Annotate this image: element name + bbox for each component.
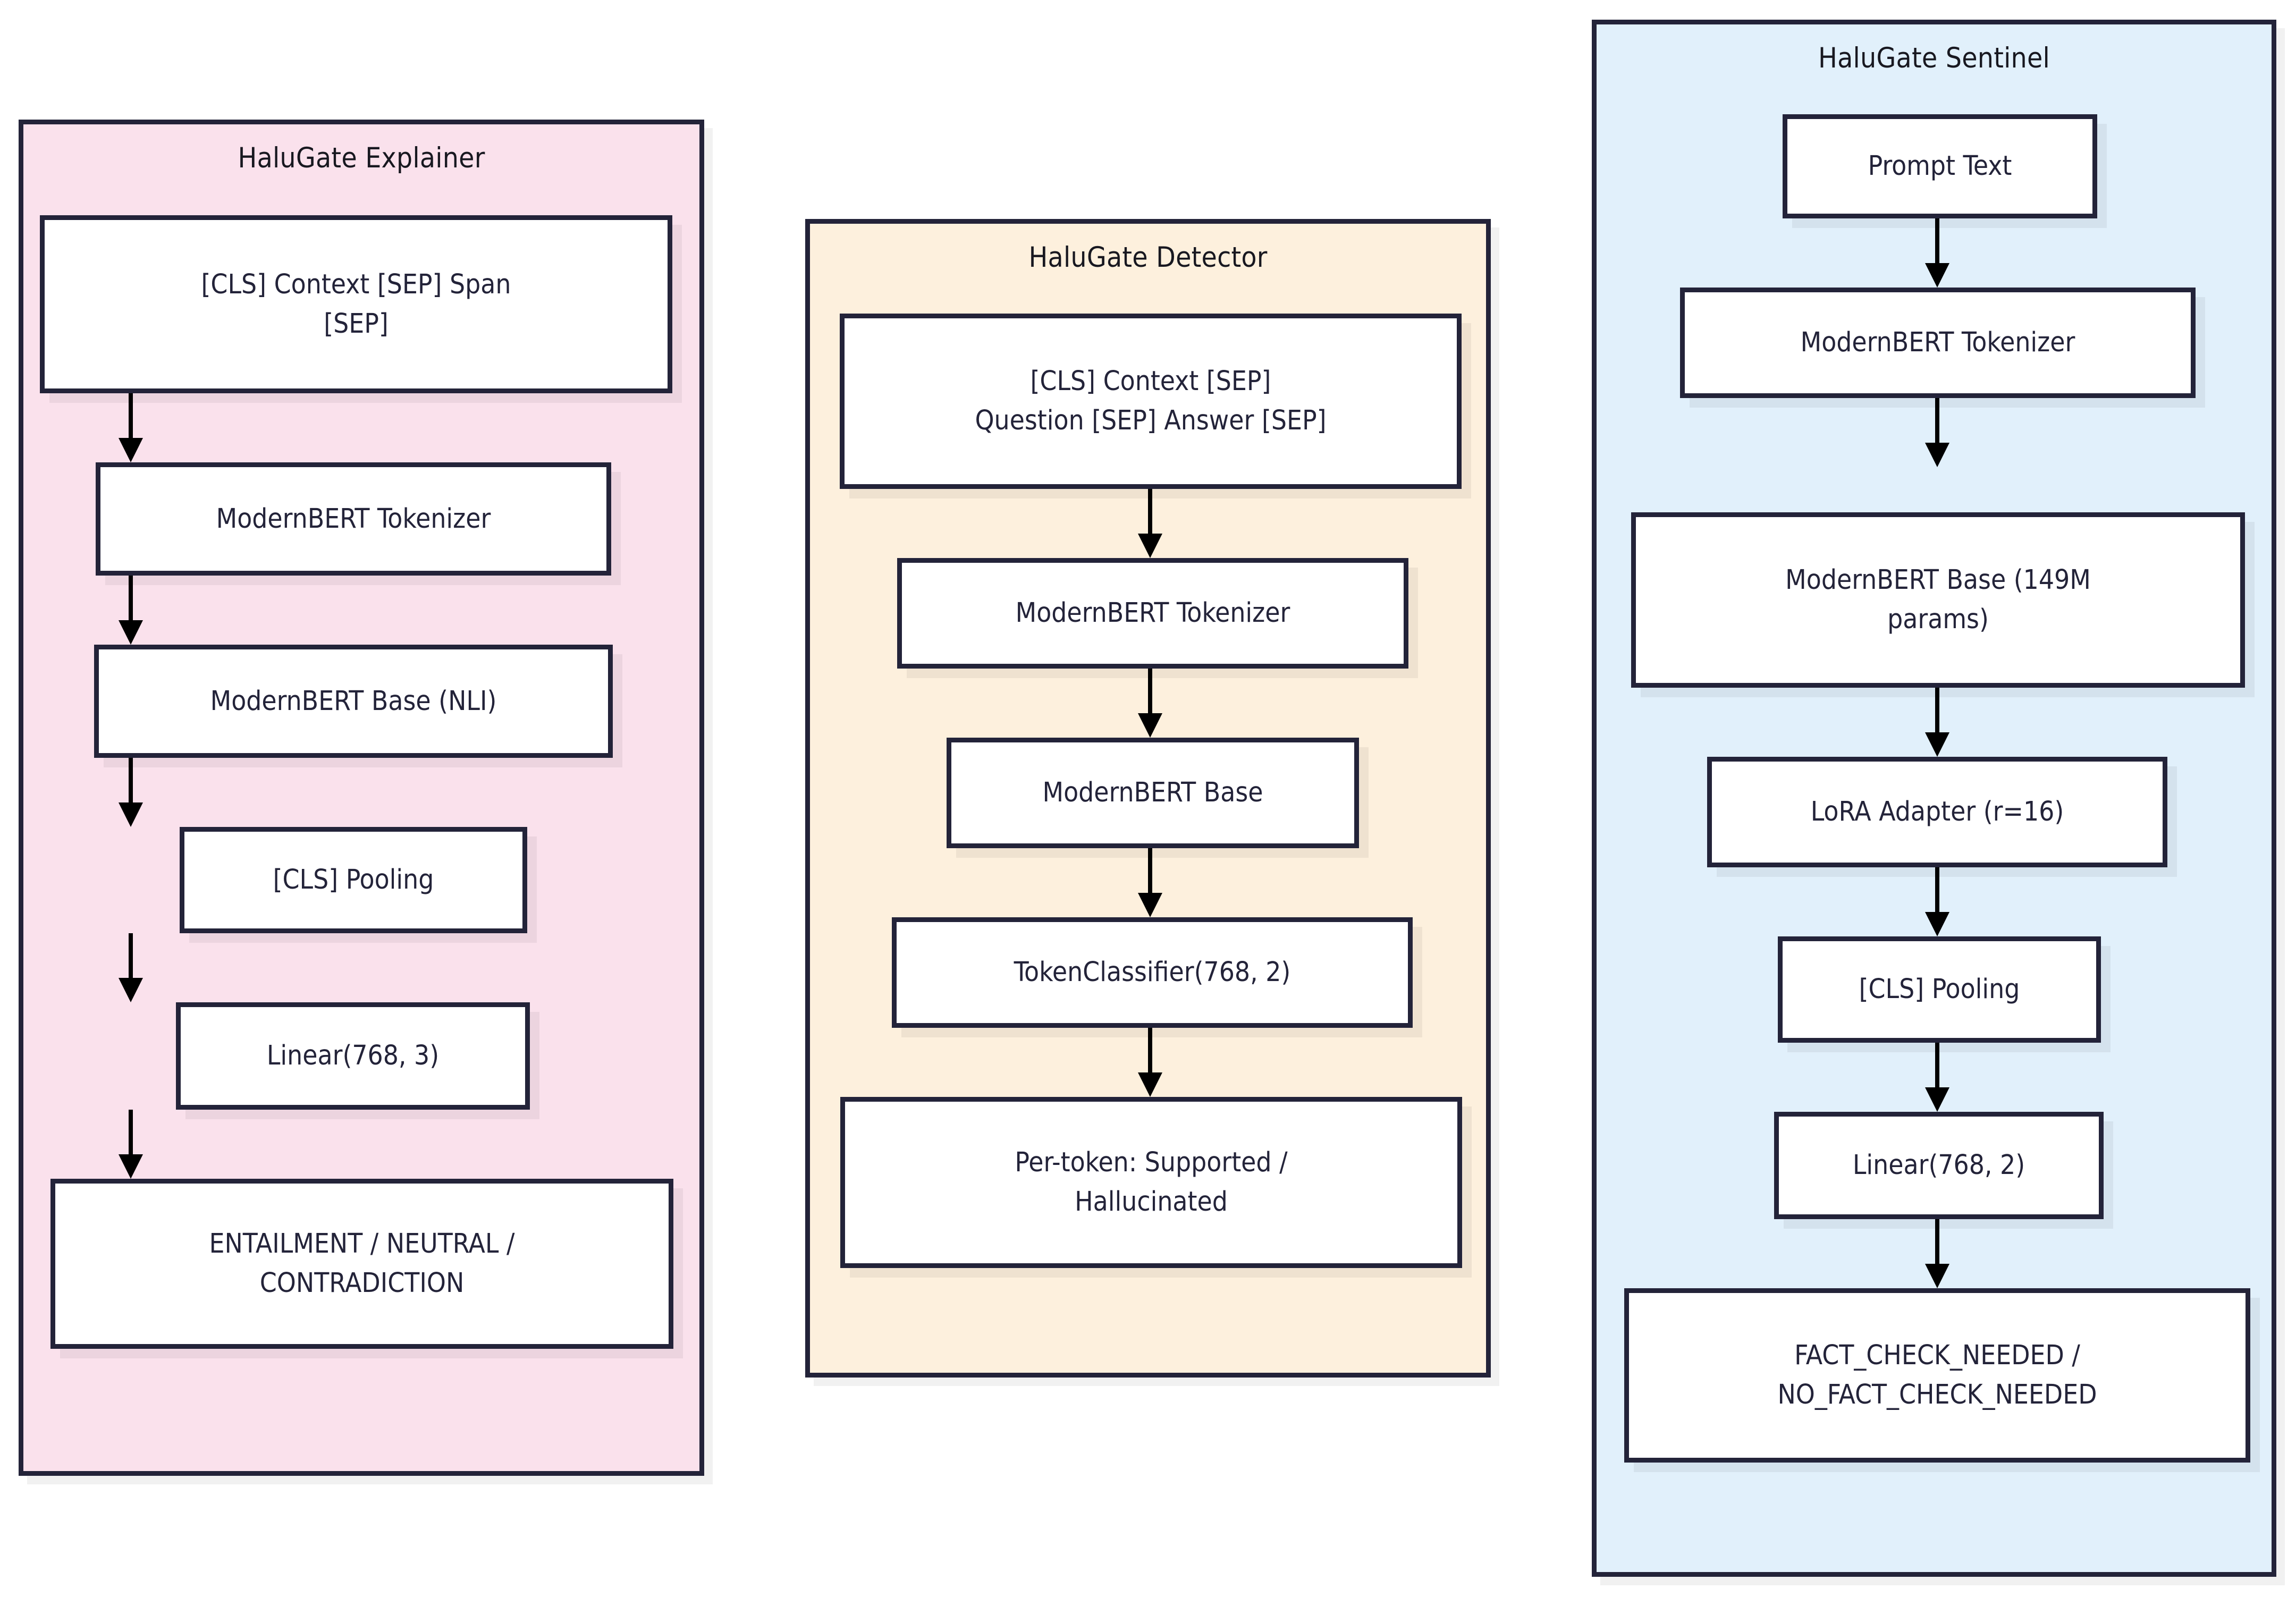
node-sentinel-prompt-text[interactable]: Prompt Text [1783, 114, 2097, 218]
cluster-title-detector: HaluGate Detector [1028, 241, 1268, 274]
node-sentinel-cls-pooling[interactable]: [CLS] Pooling [1778, 936, 2101, 1043]
node-detector-base[interactable]: ModernBERT Base [947, 738, 1359, 848]
node-detector-tokenizer[interactable]: ModernBERT Tokenizer [897, 558, 1408, 669]
node-sentinel-output[interactable]: FACT_CHECK_NEEDED / NO_FACT_CHECK_NEEDED [1624, 1288, 2250, 1463]
node-explainer-linear[interactable]: Linear(768, 3) [176, 1002, 530, 1110]
node-detector-input[interactable]: [CLS] Context [SEP] Question [SEP] Answe… [840, 314, 1462, 489]
node-sentinel-tokenizer[interactable]: ModernBERT Tokenizer [1680, 288, 2196, 398]
cluster-title-explainer: HaluGate Explainer [238, 142, 485, 174]
node-explainer-base-nli[interactable]: ModernBERT Base (NLI) [94, 645, 613, 758]
node-explainer-cls-pooling[interactable]: [CLS] Pooling [180, 827, 527, 933]
cluster-title-sentinel: HaluGate Sentinel [1818, 42, 2050, 74]
node-explainer-tokenizer[interactable]: ModernBERT Tokenizer [96, 462, 611, 576]
node-sentinel-linear[interactable]: Linear(768, 2) [1774, 1112, 2104, 1219]
node-sentinel-lora-adapter[interactable]: LoRA Adapter (r=16) [1707, 757, 2167, 867]
node-detector-token-classifier[interactable]: TokenClassifier(768, 2) [892, 917, 1413, 1028]
node-explainer-output[interactable]: ENTAILMENT / NEUTRAL / CONTRADICTION [50, 1179, 673, 1349]
node-detector-output[interactable]: Per-token: Supported / Hallucinated [840, 1097, 1462, 1268]
node-sentinel-base[interactable]: ModernBERT Base (149M params) [1631, 512, 2245, 688]
node-explainer-input[interactable]: [CLS] Context [SEP] Span [SEP] [40, 215, 672, 393]
